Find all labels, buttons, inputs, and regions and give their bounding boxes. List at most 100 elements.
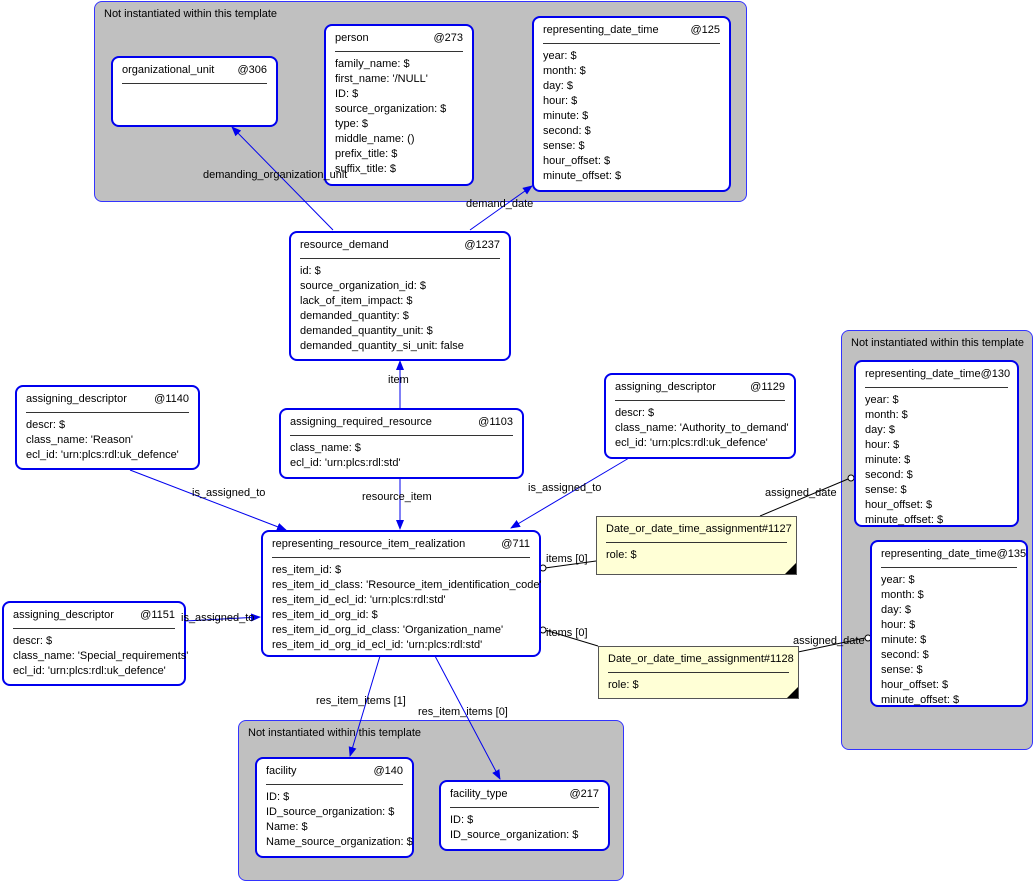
entity-attribute: prefix_title: $ (335, 148, 398, 160)
entity-header: assigning_descriptor @1140 (26, 393, 189, 413)
entity-attribute: ID: $ (450, 814, 474, 826)
group-title: Not instantiated within this template (851, 337, 1025, 349)
entity-attribute: demanded_quantity_unit: $ (300, 325, 433, 337)
entity-attribute: sense: $ (881, 664, 923, 676)
entity-attribute: role: $ (606, 549, 637, 561)
entity-ref: @125 (690, 24, 720, 36)
entity-representing-date-time-130[interactable]: representing_date_time@130 year: $ month: … (854, 360, 1019, 527)
entity-attribute: day: $ (543, 80, 573, 92)
entity-header: representing_resource_item_realization@7… (272, 538, 530, 558)
edge-demanding-org (231, 126, 334, 231)
entity-attribute: ID_source_organization: $ (450, 829, 579, 841)
edge-label: is_assigned_to (192, 487, 266, 499)
entity-ref: @273 (433, 32, 463, 44)
edge-label: items [0] (546, 627, 588, 639)
entity-attribute: first_name: '/NULL' (335, 73, 428, 85)
entity-attribute: res_item_id_org_id: $ (272, 609, 378, 621)
entity-name: facility_type (450, 788, 508, 800)
edge-label: resource_item (362, 491, 432, 503)
entity-date-assignment-1127[interactable]: Date_or_date_time_assignment#1127 role: $ (596, 516, 797, 575)
entity-attribute: ecl_id: 'urn:plcs:rdl:uk_defence' (13, 665, 166, 677)
entity-name: assigning_descriptor (615, 381, 716, 393)
entity-attribute: hour: $ (543, 95, 578, 107)
entity-attribute: res_item_id_ecl_id: 'urn:plcs:rdl:std' (272, 594, 446, 606)
entity-attribute: month: $ (881, 589, 924, 601)
entity-attribute: day: $ (881, 604, 911, 616)
entity-attribute: hour: $ (865, 439, 900, 451)
entity-name: assigning_descriptor (13, 609, 114, 621)
edge-adate2 (797, 637, 866, 653)
entity-attribute: year: $ (865, 394, 899, 406)
entity-date-assignment-1128[interactable]: Date_or_date_time_assignment#1128 role: $ (598, 646, 799, 699)
entity-attribute: descr: $ (13, 635, 53, 647)
entity-attribute: Name_source_organization: $ (266, 836, 413, 848)
entity-representing-date-time-135[interactable]: representing_date_time@135 year: $ month: … (870, 540, 1028, 707)
edge-demand-date (469, 185, 533, 231)
entity-header: Date_or_date_time_assignment#1127 (606, 523, 792, 543)
entity-assigning-required-resource[interactable]: assigning_required_resource@1103 class_na… (279, 408, 524, 479)
entity-attribute: demanded_quantity: $ (300, 310, 409, 322)
edge-label: res_item_items [0] (418, 706, 508, 718)
edge-label: demand_date (466, 198, 534, 210)
entity-attribute: hour: $ (881, 619, 916, 631)
entity-attribute: minute: $ (543, 110, 589, 122)
entity-organizational-unit[interactable]: organizational_unit@306 (111, 56, 278, 127)
entity-attribute: ecl_id: 'urn:plcs:rdl:std' (290, 457, 401, 469)
entity-attribute: class_name: $ (290, 442, 361, 454)
entity-attribute: year: $ (881, 574, 915, 586)
entity-attribute: ID: $ (266, 791, 290, 803)
entity-attribute: second: $ (881, 649, 929, 661)
entity-name: assigning_descriptor (26, 393, 127, 405)
entity-attribute: role: $ (608, 679, 639, 691)
entity-header: representing_date_time@130 (865, 368, 1011, 388)
edge-assigned2 (510, 457, 630, 529)
edge-items0 (434, 655, 501, 780)
edge-label: demanding_organization_unit (203, 169, 348, 181)
entity-attribute: id: $ (300, 265, 321, 277)
edge-assigned3 (184, 613, 261, 622)
entity-attribute: demanded_quantity_si_unit: false (300, 340, 464, 352)
entity-ref: @217 (569, 788, 599, 800)
entity-attribute: suffix_title: $ (335, 163, 396, 175)
entity-attribute: res_item_id_class: 'Resource_item_identi… (272, 579, 542, 591)
entity-attribute: hour_offset: $ (881, 679, 949, 691)
entity-attribute: day: $ (865, 424, 895, 436)
entity-attribute: hour_offset: $ (865, 499, 933, 511)
entity-attribute: minute_offset: $ (881, 694, 960, 706)
entity-ref: @130 (980, 368, 1011, 380)
edge-d-items1 (544, 560, 597, 569)
edge-label: item (388, 374, 409, 386)
entity-ref: @140 (373, 765, 403, 777)
entity-attribute: minute: $ (881, 634, 927, 646)
edge-assigned1 (129, 469, 287, 531)
entity-ref: @1140 (154, 393, 189, 405)
entity-attribute: descr: $ (615, 407, 655, 419)
entity-attribute: source_organization: $ (335, 103, 447, 115)
edge-label: items [0] (546, 553, 588, 565)
entity-name: person (335, 32, 369, 44)
entity-attribute: lack_of_item_impact: $ (300, 295, 413, 307)
edge-label: res_item_items [1] (316, 695, 406, 707)
entity-attribute: month: $ (543, 65, 586, 77)
entity-attribute: ID_source_organization: $ (266, 806, 395, 818)
entity-header: assigning_descriptor@1151 (13, 609, 175, 629)
entity-header: representing_date_time@135 (881, 548, 1026, 568)
entity-attribute: month: $ (865, 409, 908, 421)
entity-header: facility@140 (266, 765, 403, 785)
entity-header: assigning_required_resource@1103 (290, 416, 513, 436)
entity-header: Date_or_date_time_assignment#1128 (608, 653, 794, 673)
edge-label: assigned_date (765, 487, 837, 499)
entity-ref: @1129 (750, 381, 785, 393)
edge-label: assigned_date (793, 635, 865, 647)
entity-name: organizational_unit (122, 64, 215, 76)
entity-representing-resource-item-realization[interactable]: representing_resource_item_realization@7… (261, 530, 542, 657)
